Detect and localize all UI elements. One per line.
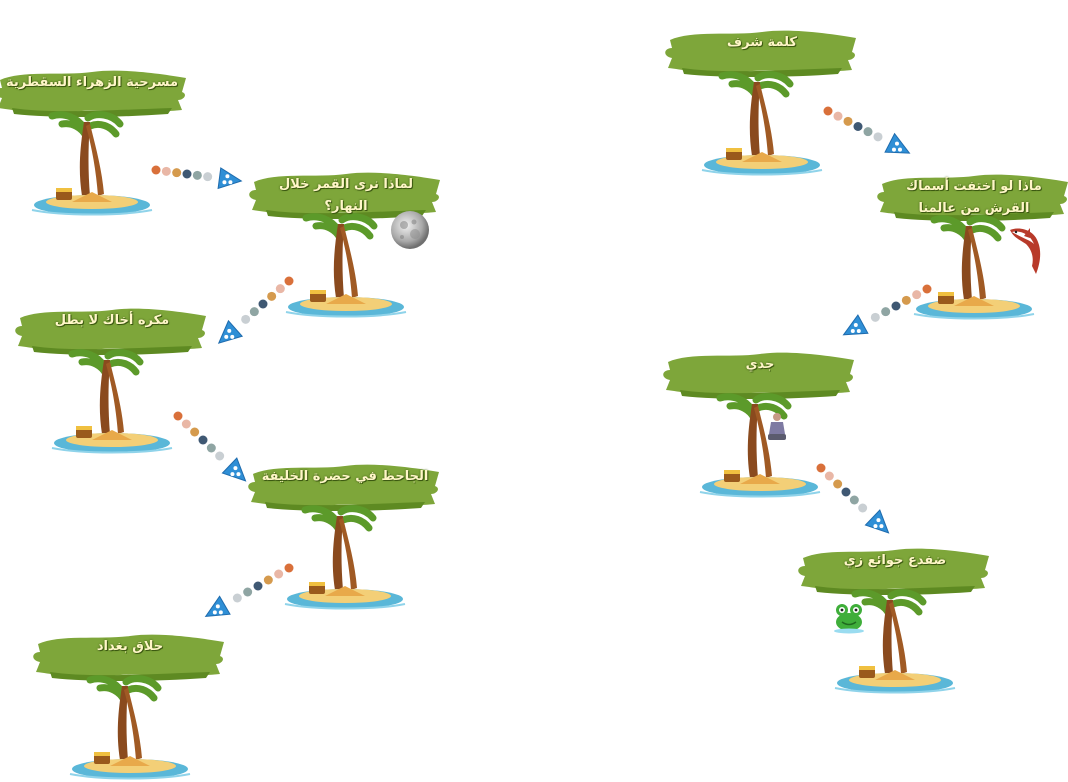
triangle-arrow-icon bbox=[204, 595, 231, 617]
trail-dot bbox=[275, 284, 285, 294]
trail-dot bbox=[833, 111, 843, 121]
trail-dot bbox=[823, 106, 833, 116]
triangle-arrow-icon bbox=[842, 314, 869, 336]
trail-dot bbox=[881, 307, 891, 317]
trail-dot bbox=[858, 503, 868, 513]
treasure-island-icon bbox=[249, 172, 440, 318]
moon-icon bbox=[391, 211, 429, 249]
island-title: كلمة شرف bbox=[727, 35, 797, 50]
island-frog[interactable]: ضفدع جوائع زي bbox=[795, 536, 995, 696]
treasure-island-icon bbox=[15, 308, 206, 454]
trail-dot bbox=[824, 471, 834, 481]
island-title: مكره أخاك لا بطل bbox=[54, 313, 170, 328]
trail-dot bbox=[206, 443, 216, 453]
path-makruh-to-jahiz bbox=[173, 411, 247, 482]
trail-dot bbox=[912, 290, 922, 300]
trail-dot bbox=[863, 127, 873, 137]
island-makruh[interactable]: مكره أخاك لا بطل bbox=[12, 296, 212, 456]
trail-dot bbox=[161, 166, 171, 176]
trail-dot bbox=[284, 276, 294, 286]
treasure-island-icon bbox=[663, 352, 854, 498]
sitting-man-icon bbox=[768, 413, 786, 440]
trail-dot bbox=[215, 451, 225, 461]
island-title: الجاحظ في حضرة الخليفة bbox=[261, 469, 429, 484]
island-title: لماذا نرى القمر خلال النهار؟ bbox=[278, 177, 414, 214]
trail-dot bbox=[181, 419, 191, 429]
trail-dot bbox=[151, 165, 161, 175]
trail-dot bbox=[873, 132, 883, 142]
trail-dot bbox=[172, 168, 182, 178]
triangle-arrow-icon bbox=[884, 132, 911, 154]
shark-icon bbox=[1010, 228, 1041, 274]
trail-dot bbox=[198, 435, 208, 445]
island-title: ماذا لو اختفت أسماك القرش من عالمنا bbox=[906, 179, 1042, 216]
frog-icon bbox=[834, 604, 864, 634]
island-shark[interactable]: ماذا لو اختفت أسماك القرش من عالمنا bbox=[874, 162, 1068, 322]
island-zahraa[interactable]: مسرحية الزهراء السقطرية bbox=[0, 58, 192, 218]
path-moon-to-makruh bbox=[217, 276, 294, 344]
trail-dot bbox=[263, 575, 273, 585]
trail-dot bbox=[241, 314, 251, 324]
island-title: مسرحية الزهراء السقطرية bbox=[5, 75, 179, 90]
island-baghdad[interactable]: حلاق بغداد bbox=[30, 622, 230, 782]
trail-dot bbox=[249, 307, 259, 317]
path-jahiz-to-baghdad bbox=[204, 563, 294, 617]
trail-dot bbox=[258, 299, 268, 309]
path-honor-to-shark bbox=[823, 106, 911, 154]
trail-dot bbox=[922, 284, 932, 294]
trail-dot bbox=[253, 581, 263, 591]
triangle-arrow-icon bbox=[217, 319, 244, 344]
trail-dot bbox=[182, 169, 192, 179]
trail-dot bbox=[849, 495, 859, 505]
path-grandpa-to-frog bbox=[816, 463, 890, 534]
trail-dot bbox=[853, 122, 863, 131]
trail-dot bbox=[891, 301, 901, 311]
trail-dot bbox=[870, 312, 880, 322]
island-honor[interactable]: كلمة شرف bbox=[662, 18, 862, 178]
trail-dot bbox=[816, 463, 826, 473]
trail-dot bbox=[267, 291, 277, 301]
path-zahraa-to-moon bbox=[151, 165, 243, 190]
treasure-island-icon bbox=[0, 70, 186, 216]
triangle-arrow-icon bbox=[221, 457, 247, 482]
island-moon[interactable]: لماذا نرى القمر خلال النهار؟ bbox=[246, 160, 446, 320]
island-title: جدي bbox=[745, 357, 775, 372]
trail-dot bbox=[274, 569, 284, 579]
triangle-arrow-icon bbox=[217, 167, 243, 190]
trail-dot bbox=[173, 411, 183, 421]
treasure-island-icon bbox=[877, 174, 1068, 320]
treasure-island-icon bbox=[665, 30, 856, 176]
trail-dot bbox=[232, 593, 242, 603]
trail-dot bbox=[284, 563, 294, 573]
treasure-island-icon bbox=[798, 548, 989, 694]
trail-dot bbox=[901, 295, 911, 305]
triangle-arrow-icon bbox=[864, 509, 890, 534]
treasure-island-icon bbox=[248, 464, 439, 610]
trail-dot bbox=[190, 427, 200, 437]
island-title: ضفدع جوائع زي bbox=[843, 553, 947, 568]
trail-dot bbox=[841, 487, 851, 497]
island-title: حلاق بغداد bbox=[96, 639, 164, 654]
trail-dot bbox=[833, 479, 843, 489]
trail-dot bbox=[843, 116, 853, 126]
island-jahiz[interactable]: الجاحظ في حضرة الخليفة bbox=[245, 452, 445, 612]
trail-dot bbox=[203, 172, 213, 182]
island-grandpa[interactable]: جدي bbox=[660, 340, 860, 500]
trail-dot bbox=[192, 170, 202, 180]
trail-dot bbox=[243, 587, 253, 597]
path-shark-to-grandpa bbox=[842, 284, 932, 336]
